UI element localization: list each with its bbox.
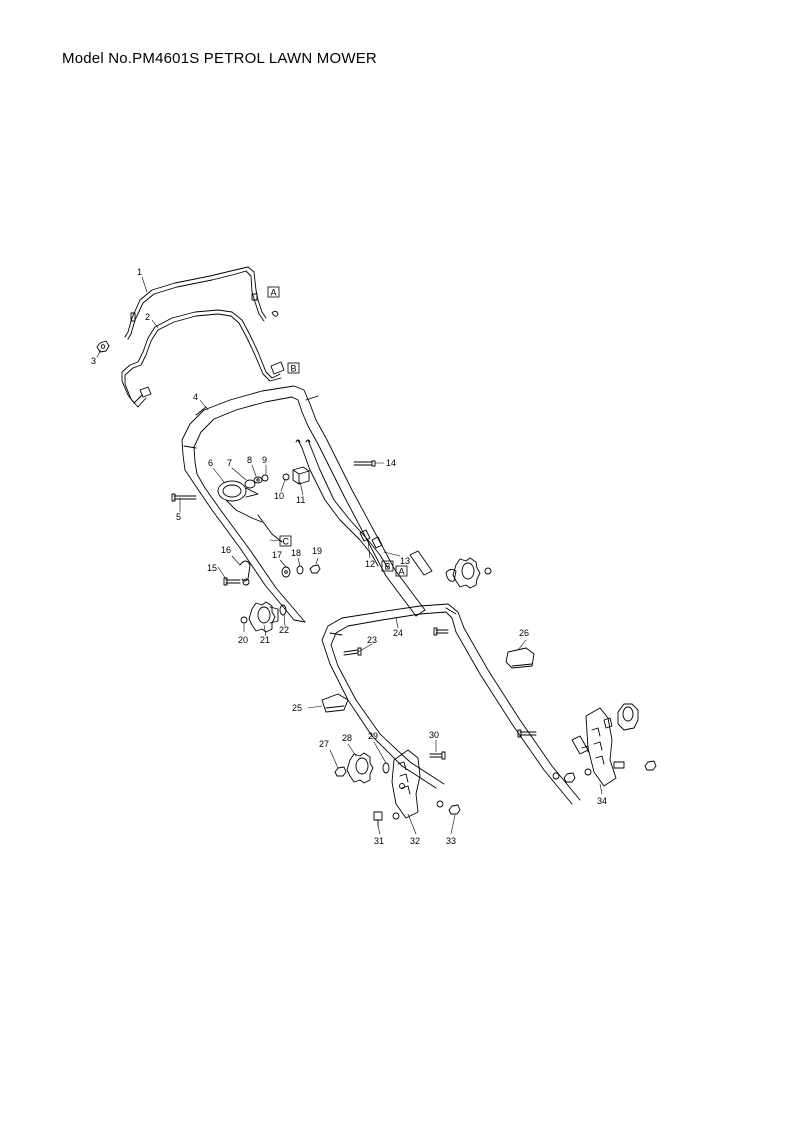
lower-handle [322, 604, 588, 804]
callout-2: 2 [145, 312, 150, 322]
reference-box-C: C [279, 535, 292, 547]
nut-19 [310, 565, 320, 573]
callout-24: 24 [393, 628, 403, 638]
reference-box-B-lower: B [381, 560, 394, 572]
callout-9: 9 [262, 455, 267, 465]
bolt-31 [374, 812, 399, 826]
height-bracket-right [553, 704, 656, 786]
bolt-30 [430, 752, 445, 759]
callout-3: 3 [91, 356, 96, 366]
callout-20: 20 [238, 635, 248, 645]
knob-21 [249, 602, 278, 632]
handle-knob-right [446, 558, 491, 588]
washer-29 [383, 763, 389, 773]
upper-bail-bar [125, 267, 278, 339]
washer-8 [254, 477, 262, 483]
nut-20 [241, 617, 247, 623]
callout-29: 29 [368, 731, 378, 741]
callout-1: 1 [137, 267, 142, 277]
callout-labels: 1 2 3 4 5 6 7 8 9 10 11 12 13 14 15 16 1… [91, 267, 607, 846]
callout-22: 22 [279, 625, 289, 635]
callout-28: 28 [342, 733, 352, 743]
control-cables [258, 440, 388, 568]
callout-21: 21 [260, 635, 270, 645]
svg-text:B: B [291, 364, 297, 374]
svg-text:A: A [399, 567, 405, 577]
callout-11: 11 [296, 495, 305, 505]
callout-26: 26 [519, 628, 529, 638]
callout-31: 31 [374, 836, 384, 846]
knob-28 [347, 753, 373, 783]
reference-box-A-lower: A [395, 565, 408, 577]
callout-5: 5 [176, 512, 181, 522]
reference-box-A-upper: A [267, 286, 280, 298]
upper-handle [182, 386, 432, 622]
nut-9 [262, 475, 268, 481]
callout-10: 10 [274, 491, 284, 501]
bolt-15 [224, 578, 240, 585]
callout-18: 18 [291, 548, 301, 558]
svg-text:B: B [385, 562, 391, 572]
cable-clamp-26 [506, 648, 534, 668]
cable-hook-16 [240, 561, 250, 585]
bolt-23 [344, 648, 361, 655]
callout-8: 8 [247, 455, 252, 465]
throttle-lever [218, 481, 262, 522]
callout-23: 23 [367, 635, 377, 645]
svg-text:A: A [271, 288, 277, 298]
page-title: Model No.PM4601S PETROL LAWN MOWER [62, 50, 377, 67]
bolt-lower-right [518, 730, 536, 737]
svg-text:C: C [283, 537, 290, 547]
bolt-14 [354, 461, 375, 466]
bolt-upper-24 [434, 628, 448, 635]
callout-6: 6 [208, 458, 213, 468]
callout-19: 19 [312, 546, 322, 556]
bolt-5 [172, 494, 196, 501]
callout-16: 16 [221, 545, 231, 555]
callout-34: 34 [597, 796, 607, 806]
callout-15: 15 [207, 563, 217, 573]
washer-22 [280, 605, 286, 615]
callout-25: 25 [292, 703, 302, 713]
cable-clip-11 [293, 467, 309, 484]
lower-bail-bar [122, 310, 284, 407]
callout-33: 33 [446, 836, 456, 846]
nut-33 [437, 801, 460, 814]
callout-4: 4 [193, 392, 198, 402]
nut-10 [283, 474, 289, 480]
callout-17: 17 [272, 550, 282, 560]
callout-12: 12 [365, 559, 375, 569]
callout-30: 30 [429, 730, 439, 740]
height-bracket-left [392, 750, 420, 818]
washer-17 [282, 567, 290, 577]
reference-box-B-upper: B [287, 362, 300, 374]
cable-clamp-25 [322, 694, 348, 712]
callout-14: 14 [386, 458, 396, 468]
callout-13: 13 [400, 556, 410, 566]
leader-lines [97, 277, 602, 834]
callout-27: 27 [319, 739, 329, 749]
nut-3 [97, 341, 109, 352]
nut-27 [335, 767, 346, 776]
washer-18 [297, 566, 303, 574]
callout-7: 7 [227, 458, 232, 468]
screw-7 [245, 480, 255, 488]
callout-32: 32 [410, 836, 420, 846]
